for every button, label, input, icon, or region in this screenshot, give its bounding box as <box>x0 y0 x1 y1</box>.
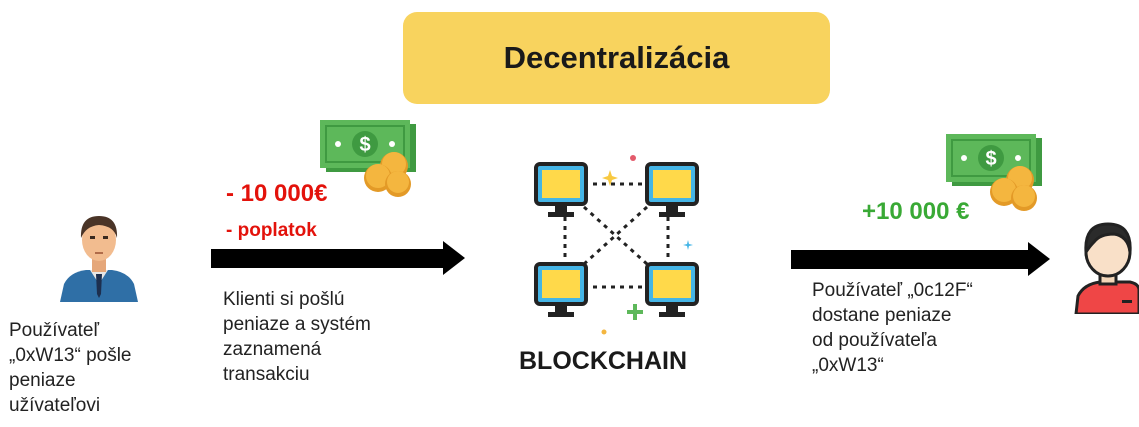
user-avatar-icon <box>1070 218 1139 316</box>
businessman-avatar-icon <box>54 210 144 302</box>
diagram-title: Decentralizácia <box>503 40 730 75</box>
arrow-to-blockchain <box>211 249 443 268</box>
credit-amount: +10 000 € <box>862 198 970 225</box>
svg-text:$: $ <box>359 134 370 156</box>
arrow-to-blockchain-head <box>443 241 465 275</box>
transfer-caption: Klienti si pošlú peniaze a systém zaznam… <box>223 289 371 385</box>
blockchain-label: BLOCKCHAIN <box>519 347 688 375</box>
debit-amount: - 10 000€ <box>226 180 328 207</box>
receiver-caption: Používateľ „0c12F“ dostane peniaze od po… <box>812 280 973 376</box>
money-coins-icon: $ <box>320 116 416 198</box>
arrow-to-receiver <box>791 250 1028 269</box>
svg-text:$: $ <box>985 148 996 170</box>
network-computers-icon <box>520 152 715 337</box>
fee-label: - poplatok <box>226 220 317 241</box>
sender-caption: Používateľ „0xW13“ pošle peniaze užívate… <box>9 320 132 416</box>
arrow-to-receiver-head <box>1028 242 1050 276</box>
money-coins-icon: $ <box>946 130 1042 212</box>
title-box: Decentralizácia <box>403 12 830 104</box>
